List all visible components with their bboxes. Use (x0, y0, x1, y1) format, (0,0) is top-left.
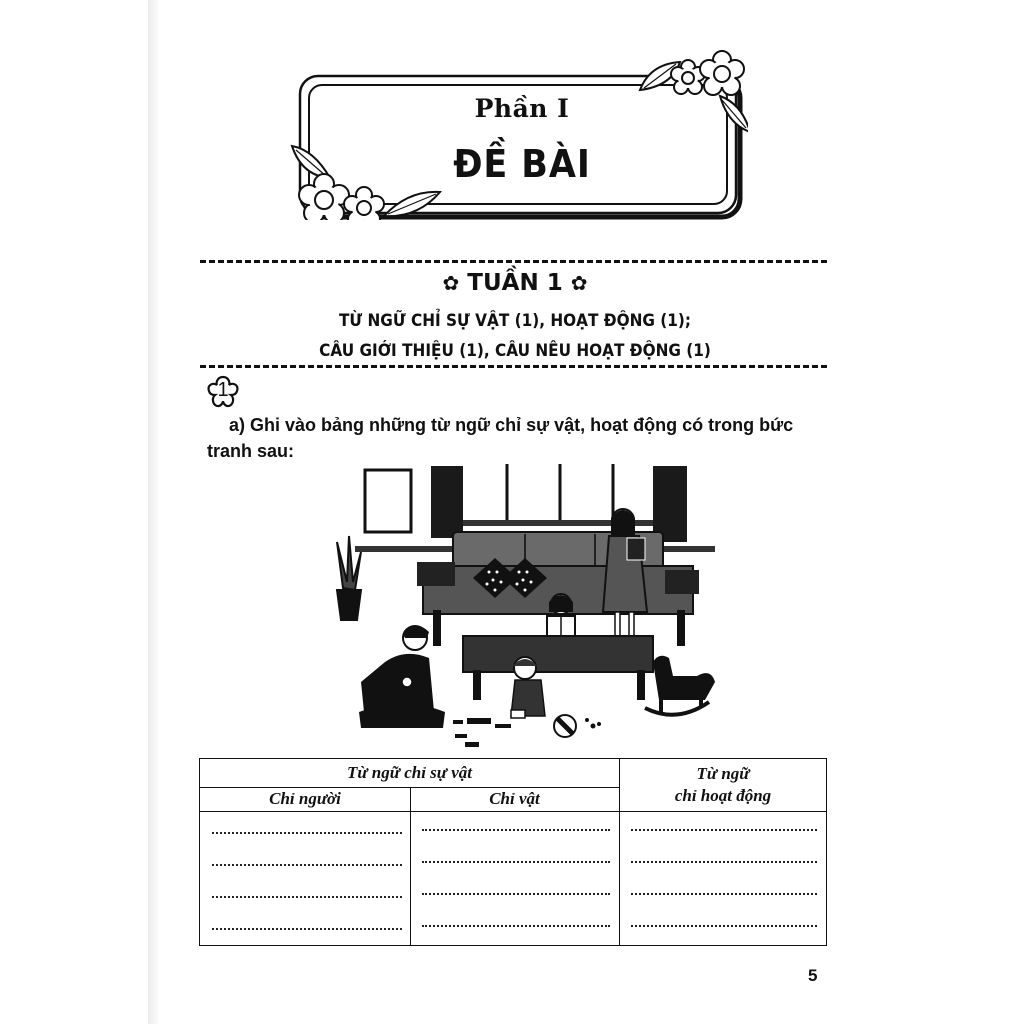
table-divider (200, 811, 826, 812)
header-activities-line1: Từ ngữ (696, 764, 750, 783)
table-divider (410, 787, 411, 945)
flower-badge-icon (207, 375, 239, 408)
answer-blank-objects-4[interactable] (422, 925, 610, 927)
answer-blank-activities-3[interactable] (631, 893, 817, 895)
page-number: 5 (808, 966, 818, 985)
week-title: ✿ TUẦN 1 ✿ (190, 270, 840, 296)
answer-blank-objects-3[interactable] (422, 893, 610, 895)
table-divider (619, 759, 620, 945)
vocabulary-table: Từ ngữ chỉ sự vật Chỉ người Chỉ vật Từ n… (199, 758, 827, 946)
dashed-divider-top (200, 260, 827, 263)
answer-blank-people-4[interactable] (212, 928, 402, 930)
header-activities-line2: chỉ hoạt động (674, 786, 772, 805)
family-scene-image (335, 464, 715, 747)
week-title-text: TUẦN 1 (467, 270, 563, 296)
answer-blank-activities-4[interactable] (631, 925, 817, 927)
header-people: Chỉ người (269, 789, 341, 808)
header-activities: Từ ngữ chỉ hoạt động (619, 763, 827, 807)
lesson-topic-line-1: TỪ NGỮ CHỈ SỰ VẬT (1), HOẠT ĐỘNG (1); (338, 311, 692, 331)
decorative-frame-icon (290, 50, 748, 220)
answer-blank-people-2[interactable] (212, 864, 402, 866)
answer-blank-people-1[interactable] (212, 832, 402, 834)
exercise-instruction: a) Ghi vào bảng những từ ngữ chỉ sự vật,… (207, 415, 794, 461)
flower-icon: ✿ (570, 271, 588, 295)
page-binding-shadow (148, 0, 160, 1024)
exercise-number-badge: 1 (205, 374, 241, 410)
table-divider (200, 787, 619, 788)
answer-blank-activities-2[interactable] (631, 861, 817, 863)
answer-blank-objects-2[interactable] (422, 861, 610, 863)
lesson-topic-line-2: CÂU GIỚI THIỆU (1), CÂU NÊU HOẠT ĐỘNG (1… (319, 341, 711, 361)
part-title: ĐỀ BÀI (453, 142, 591, 186)
dashed-divider-bottom (200, 365, 827, 368)
answer-blank-people-3[interactable] (212, 896, 402, 898)
part-title-frame: Phần I ĐỀ BÀI (290, 50, 748, 220)
answer-blank-activities-1[interactable] (631, 829, 817, 831)
exercise-number: 1 (217, 379, 229, 401)
answer-blank-objects-1[interactable] (422, 829, 610, 831)
flower-icon: ✿ (442, 271, 460, 295)
living-room-illustration (325, 462, 720, 754)
part-label: Phần I (474, 94, 570, 123)
header-things-group: Từ ngữ chỉ sự vật (346, 763, 472, 782)
header-objects: Chỉ vật (489, 789, 540, 808)
